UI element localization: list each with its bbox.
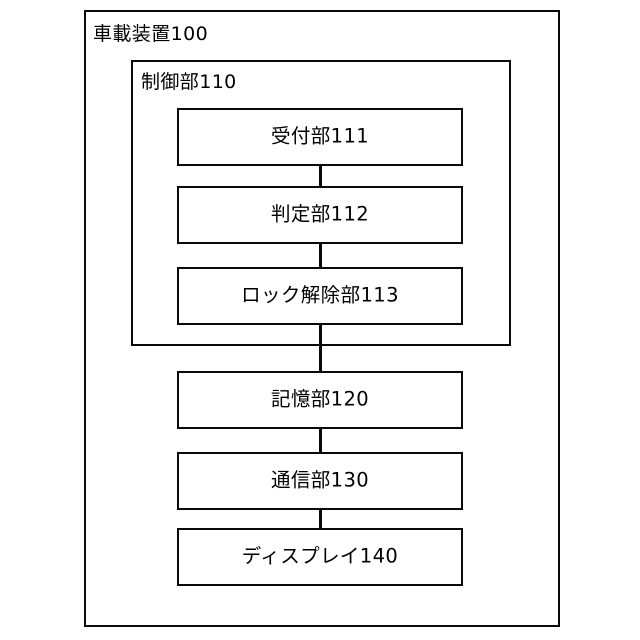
block-judgement-unit: 判定部112 <box>177 186 463 244</box>
connector-storage-to-comm <box>319 428 322 453</box>
connector-comm-to-display <box>319 509 322 529</box>
block-reception-unit-label: 受付部111 <box>270 124 370 148</box>
block-communication-unit-label: 通信部130 <box>270 468 370 492</box>
block-lock-release-unit-label: ロック解除部113 <box>241 283 399 307</box>
block-storage-unit-label: 記憶部120 <box>270 387 370 411</box>
block-reception-unit: 受付部111 <box>177 108 463 166</box>
connector-judgement-to-unlock <box>319 243 322 268</box>
block-storage-unit: 記憶部120 <box>177 371 463 429</box>
connector-unlock-to-storage <box>319 324 322 372</box>
block-display-unit: ディスプレイ140 <box>177 528 463 586</box>
block-display-unit-label: ディスプレイ140 <box>241 544 399 568</box>
connector-reception-to-judgement <box>319 164 322 188</box>
enclosure-device-label: 車載装置100 <box>93 23 209 45</box>
block-judgement-unit-label: 判定部112 <box>270 202 370 226</box>
block-lock-release-unit: ロック解除部113 <box>177 267 463 325</box>
block-communication-unit: 通信部130 <box>177 452 463 510</box>
enclosure-controller-label: 制御部110 <box>141 71 237 93</box>
